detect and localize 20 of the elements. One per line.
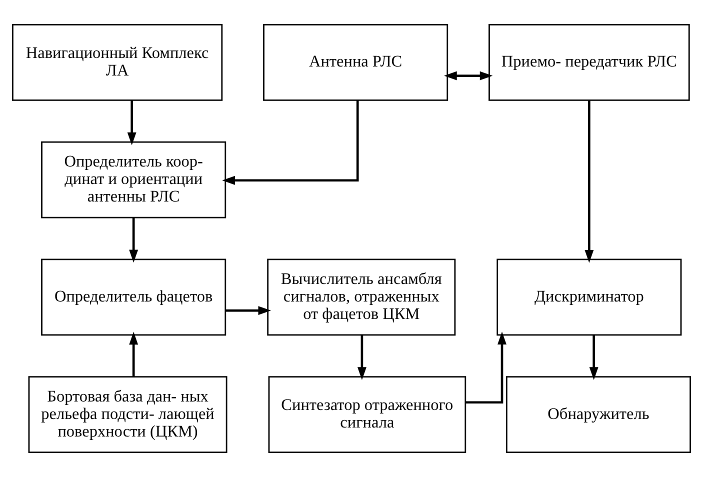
arrow — [444, 71, 493, 80]
node-box: Синтезатор отраженного сигнала — [268, 376, 466, 454]
arrow — [589, 334, 598, 380]
node-box: Приемо- передатчик РЛС — [488, 24, 690, 101]
arrow — [129, 218, 138, 263]
node-box: Определитель коор- динат и ориентации антенны РЛС — [41, 141, 226, 218]
arrow — [127, 100, 136, 146]
arrow — [466, 332, 506, 404]
node-box: Бортовая база дан- ных рельефа подсти- лающей поверхности (ЦКМ) — [28, 376, 228, 454]
node-box: Обнаружитель — [506, 376, 691, 454]
arrow — [584, 100, 594, 263]
node-box: Антенна РЛС — [263, 24, 448, 101]
node-box: Вычислитель ансамбля сигналов, отраженных от фацетов ЦКМ — [267, 258, 456, 336]
node-box: Определитель фацетов — [41, 258, 226, 336]
arrow — [226, 306, 272, 316]
arrow — [357, 334, 366, 380]
node-box: Дискриминатор — [496, 258, 682, 336]
node-box: Навигационный Комплекс ЛА — [12, 24, 223, 101]
arrow — [222, 100, 359, 185]
arrow — [129, 332, 138, 377]
